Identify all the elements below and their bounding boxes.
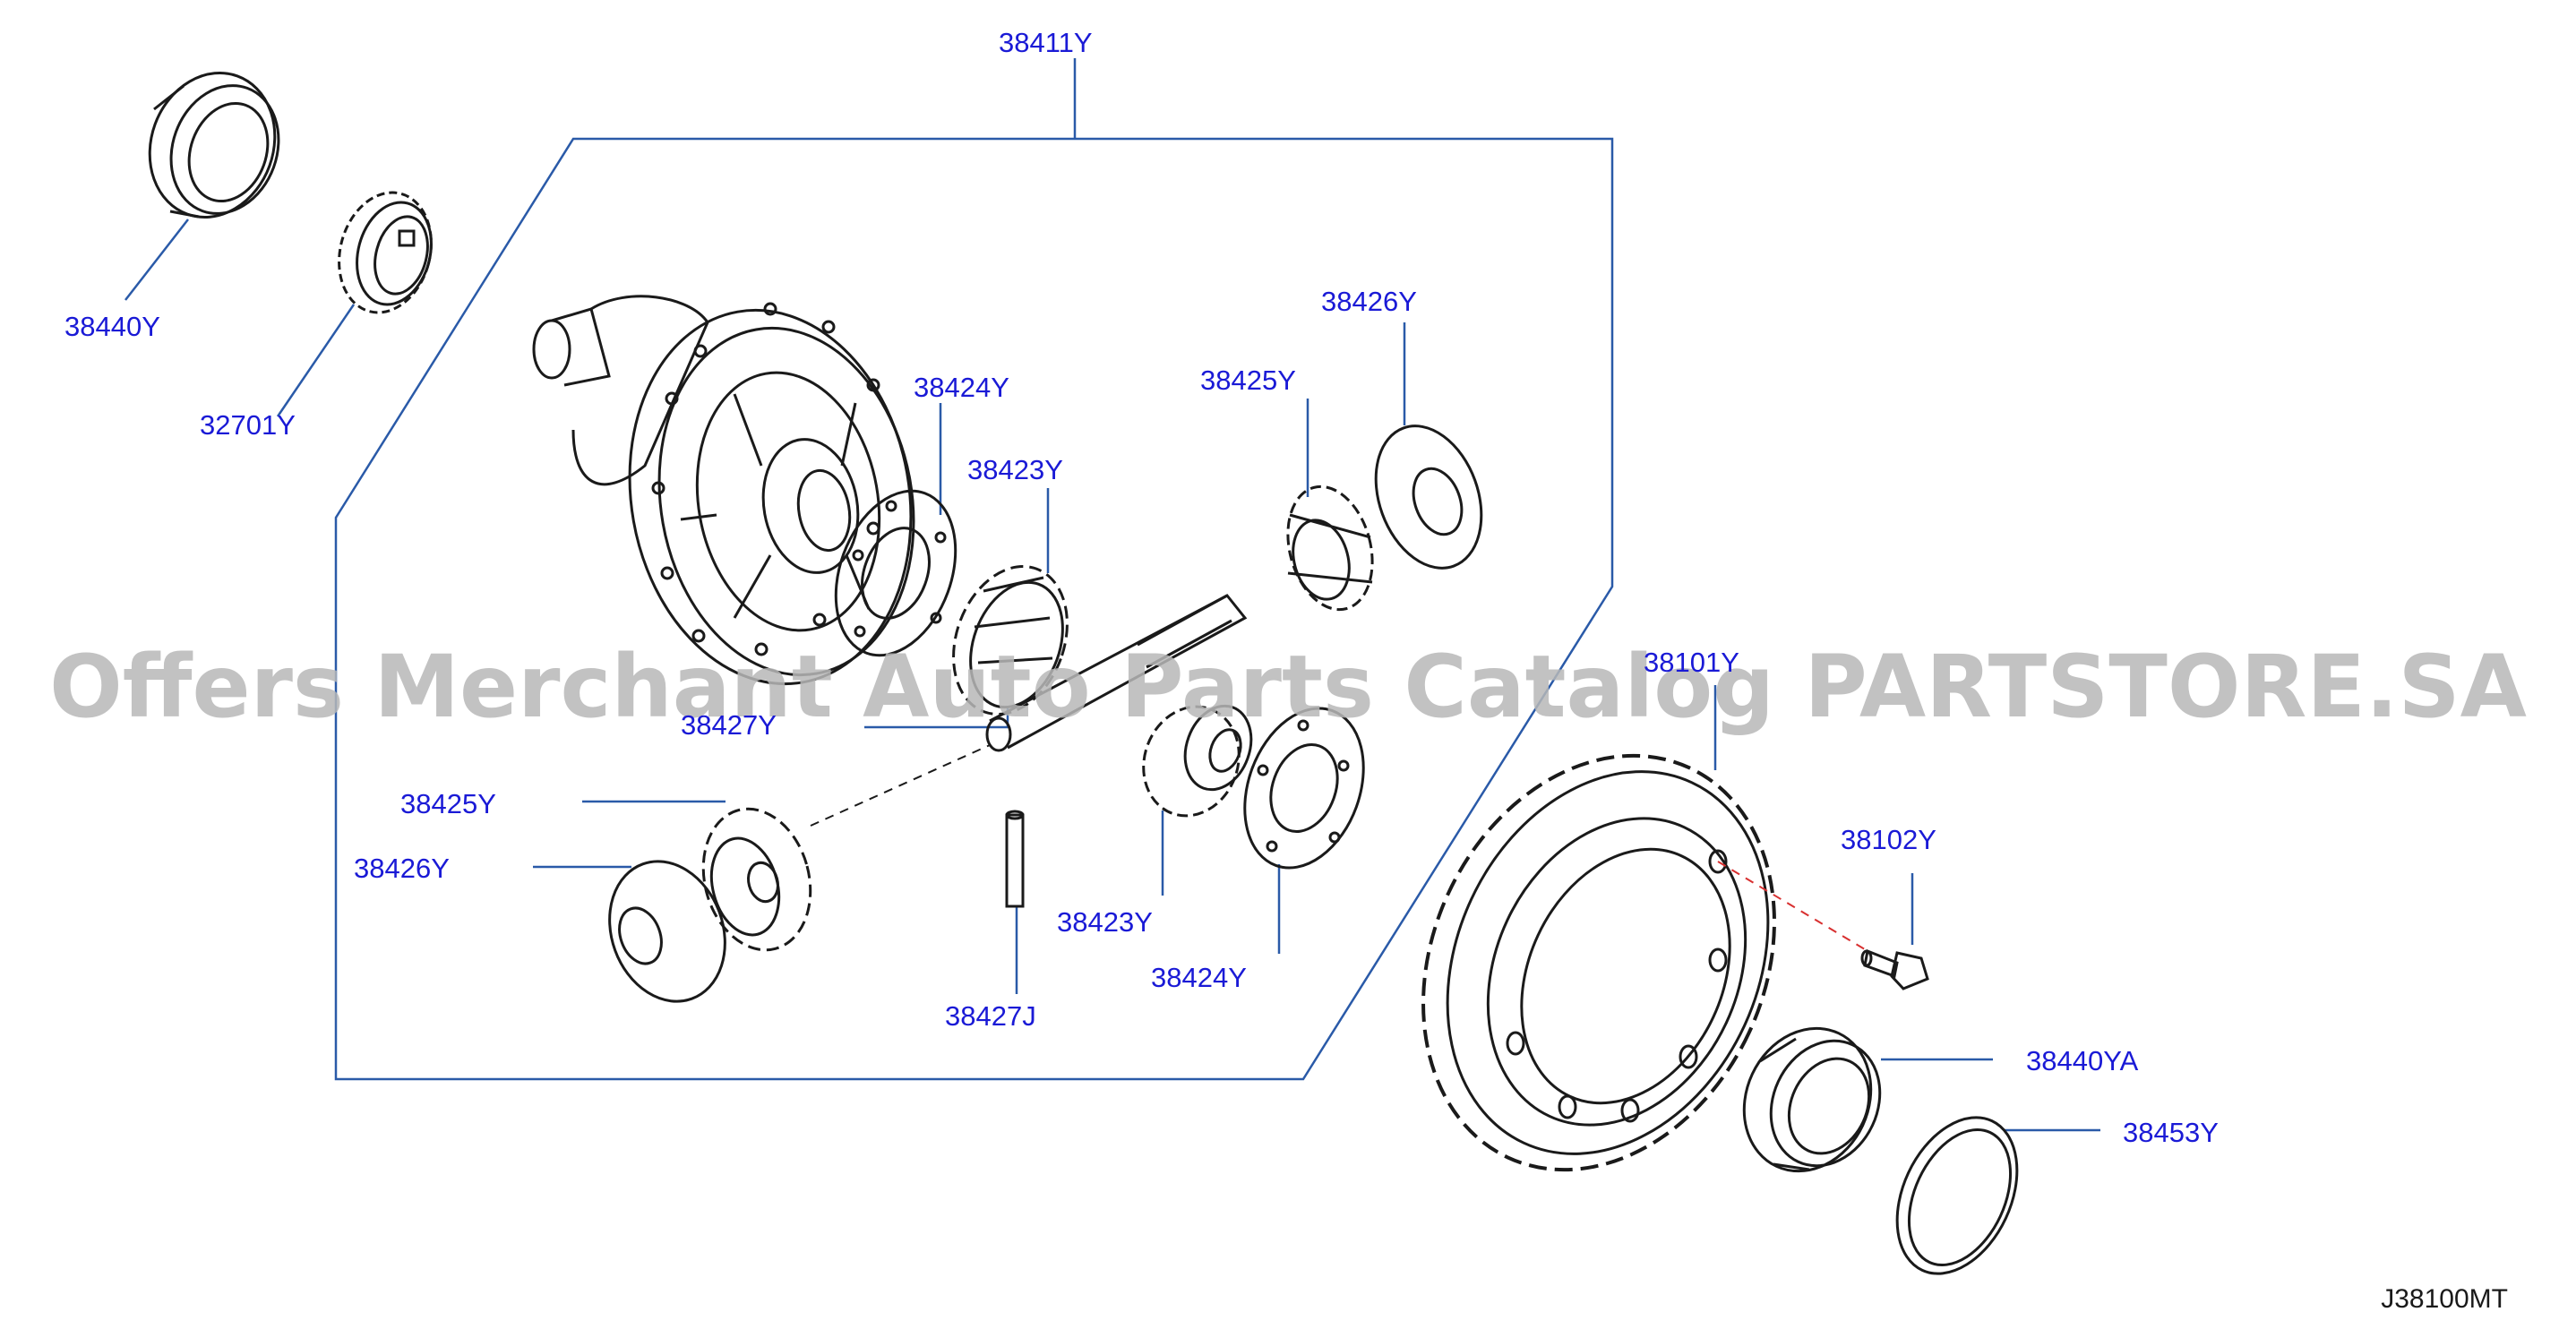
label-38427Y[interactable]: 38427Y xyxy=(681,709,777,741)
label-38426Y-top[interactable]: 38426Y xyxy=(1321,286,1417,317)
part-labels: 38411Y 38440Y 32701Y 38424Y 38423Y 38425… xyxy=(64,27,2219,1148)
parts-artwork xyxy=(148,72,2019,1275)
label-38440Y[interactable]: 38440Y xyxy=(64,311,160,342)
label-38411Y[interactable]: 38411Y xyxy=(999,27,1093,58)
dash-bolt-axis xyxy=(1717,861,1866,950)
label-38423Y-top[interactable]: 38423Y xyxy=(967,454,1063,485)
assembly-outline xyxy=(334,137,1614,1081)
thrust-washer-38426Y-top-art xyxy=(1374,424,1483,570)
pinion-gear-38425Y-left-art xyxy=(701,807,812,952)
diagram-code: J38100MT xyxy=(2381,1284,2508,1314)
label-38424Y-top[interactable]: 38424Y xyxy=(914,372,1009,403)
drive-gear-32701Y-art xyxy=(338,191,433,314)
dash-pinion-axis xyxy=(810,744,991,827)
label-38425Y-left[interactable]: 38425Y xyxy=(400,788,496,819)
label-38453Y[interactable]: 38453Y xyxy=(2123,1117,2219,1148)
leader-lines xyxy=(125,58,2100,1132)
ring-gear-bolt-holes xyxy=(1506,849,1728,1123)
thrust-washer-38426Y-left-art xyxy=(608,860,726,1003)
watermark: Offers Merchant Auto Parts Catalog PARTS… xyxy=(49,637,2527,737)
case-bolt-holes xyxy=(651,302,880,656)
differential-case-art xyxy=(532,295,915,686)
label-32701Y[interactable]: 32701Y xyxy=(200,409,296,441)
pinion-shaft-38427Y-art xyxy=(985,594,1248,752)
bearing-38440YA-art xyxy=(1742,1026,1882,1173)
side-gear-38423Y-bottom-art xyxy=(1142,704,1253,818)
thrust-washer-38424Y-bottom-art xyxy=(1243,707,1365,870)
ring-gear-38101Y-art xyxy=(1421,753,1776,1172)
leader-32701Y xyxy=(276,304,356,417)
assembly-dash-lines xyxy=(810,744,1866,950)
bearing-38440Y-art xyxy=(148,72,280,219)
label-38424Y-bottom[interactable]: 38424Y xyxy=(1151,962,1247,993)
leader-38440Y xyxy=(125,219,189,301)
label-38425Y-top[interactable]: 38425Y xyxy=(1200,364,1296,396)
label-38426Y-left[interactable]: 38426Y xyxy=(354,853,450,884)
label-38102Y[interactable]: 38102Y xyxy=(1841,824,1936,855)
label-38101Y[interactable]: 38101Y xyxy=(1644,647,1739,678)
bolt-38102Y-art xyxy=(1860,948,1929,990)
label-38427J[interactable]: 38427J xyxy=(945,1000,1036,1032)
lock-pin-38427J-art xyxy=(1005,810,1025,908)
label-38440YA[interactable]: 38440YA xyxy=(2026,1045,2139,1076)
shim-38453Y-art xyxy=(1895,1116,2019,1275)
thrust-washer-38424Y-top-art xyxy=(834,489,957,657)
pinion-gear-38425Y-top-art xyxy=(1286,484,1374,612)
label-38423Y-bottom[interactable]: 38423Y xyxy=(1057,906,1153,938)
